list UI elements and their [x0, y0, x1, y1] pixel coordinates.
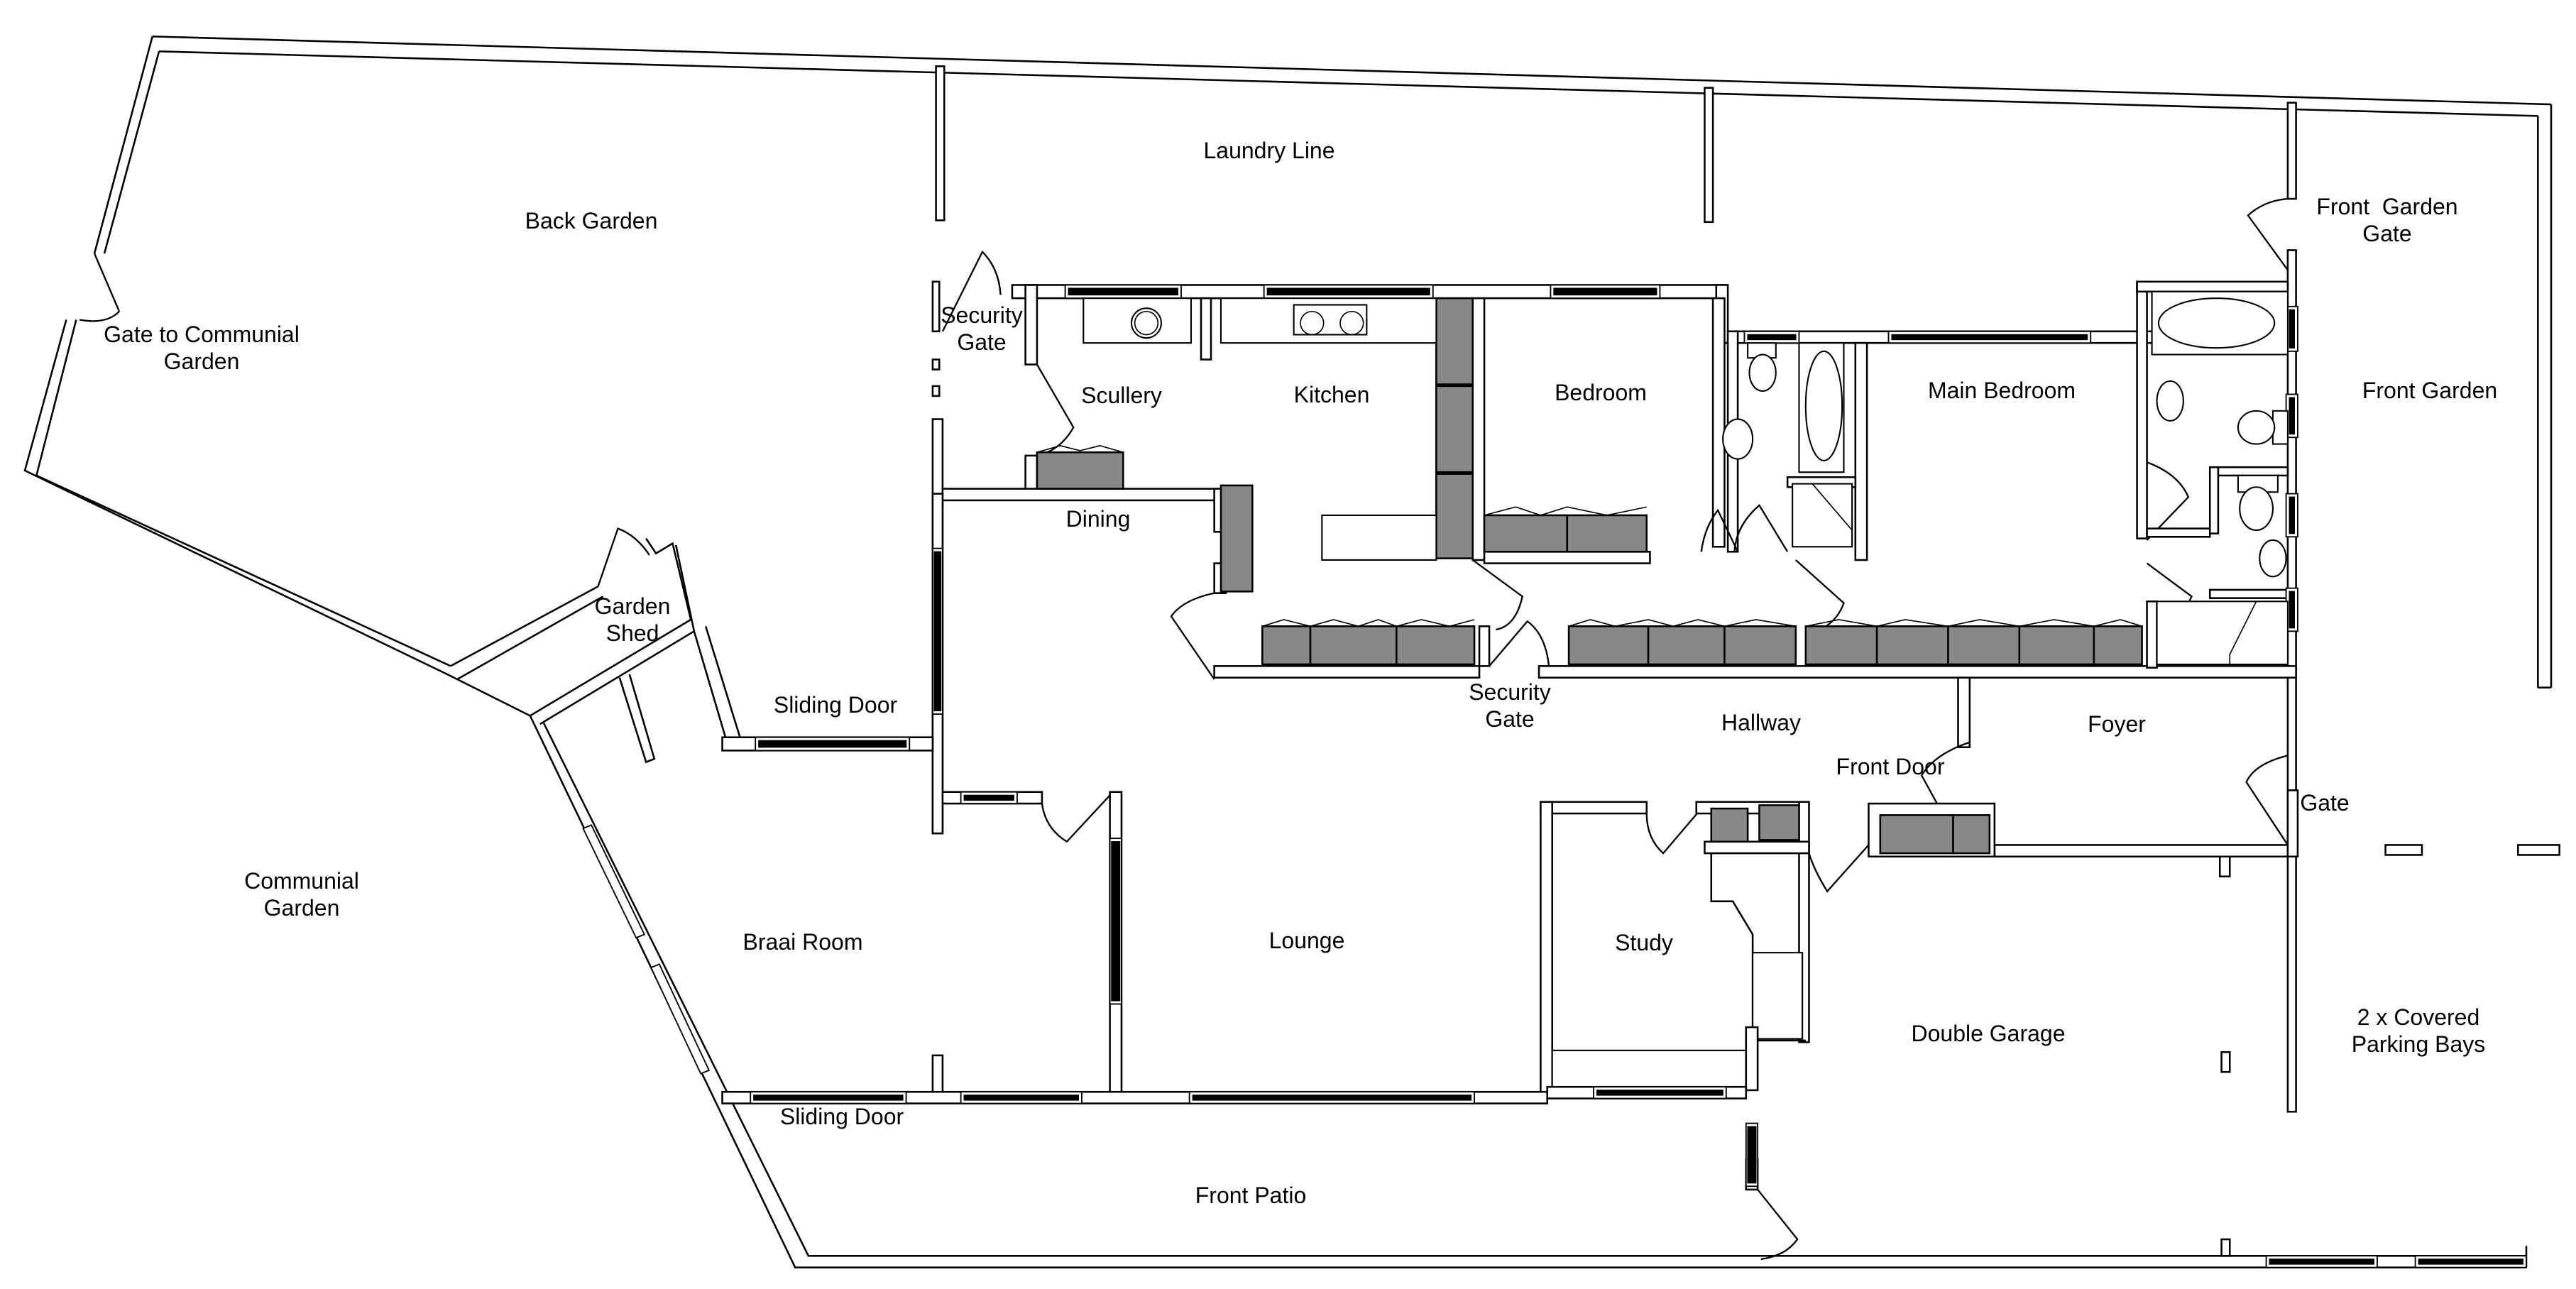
room-label-hallway: Hallway: [1721, 710, 1802, 735]
room-label-gate-to-communal-garden: Gate to Communial Garden: [104, 322, 300, 374]
room-label-kitchen: Kitchen: [1293, 382, 1370, 407]
room-label-braai-room: Braai Room: [742, 929, 863, 955]
garden-shed: [450, 527, 756, 764]
room-label-security-gate-hallway: Security Gate: [1469, 679, 1551, 732]
room-label-security-gate-scullery: Security Gate: [941, 302, 1023, 355]
room-label-main-bedroom: Main Bedroom: [1927, 378, 2076, 403]
cabinetry: [1036, 297, 2143, 855]
room-label-gate: Gate: [2300, 790, 2350, 816]
room-label-foyer: Foyer: [2088, 711, 2146, 737]
windows: [582, 284, 2527, 1268]
room-label-garden-shed: Garden Shed: [594, 593, 671, 646]
property-boundary: [23, 35, 2553, 1268]
room-label-front-garden: Front Garden: [2362, 378, 2498, 403]
room-label-sliding-door-braai: Sliding Door: [773, 692, 898, 718]
room-label-laundry-line: Laundry Line: [1203, 138, 1335, 163]
room-label-sliding-door-patio: Sliding Door: [779, 1104, 904, 1129]
room-label-scullery: Scullery: [1081, 383, 1162, 408]
fixtures: [1083, 290, 2289, 666]
room-label-bedroom: Bedroom: [1555, 380, 1647, 405]
room-label-study: Study: [1615, 930, 1673, 955]
room-label-dining: Dining: [1065, 506, 1131, 532]
room-label-front-door: Front Door: [1836, 754, 1945, 779]
room-label-back-garden: Back Garden: [525, 208, 658, 234]
room-label-covered-parking: 2 x Covered Parking Bays: [2351, 1004, 2486, 1057]
room-label-lounge: Lounge: [1268, 928, 1345, 953]
room-label-front-patio: Front Patio: [1195, 1183, 1307, 1208]
room-label-front-garden-gate: Front Garden Gate: [2316, 194, 2458, 246]
room-label-communal-garden: Communial Garden: [244, 868, 359, 921]
room-label-double-garage: Double Garage: [1911, 1021, 2066, 1046]
